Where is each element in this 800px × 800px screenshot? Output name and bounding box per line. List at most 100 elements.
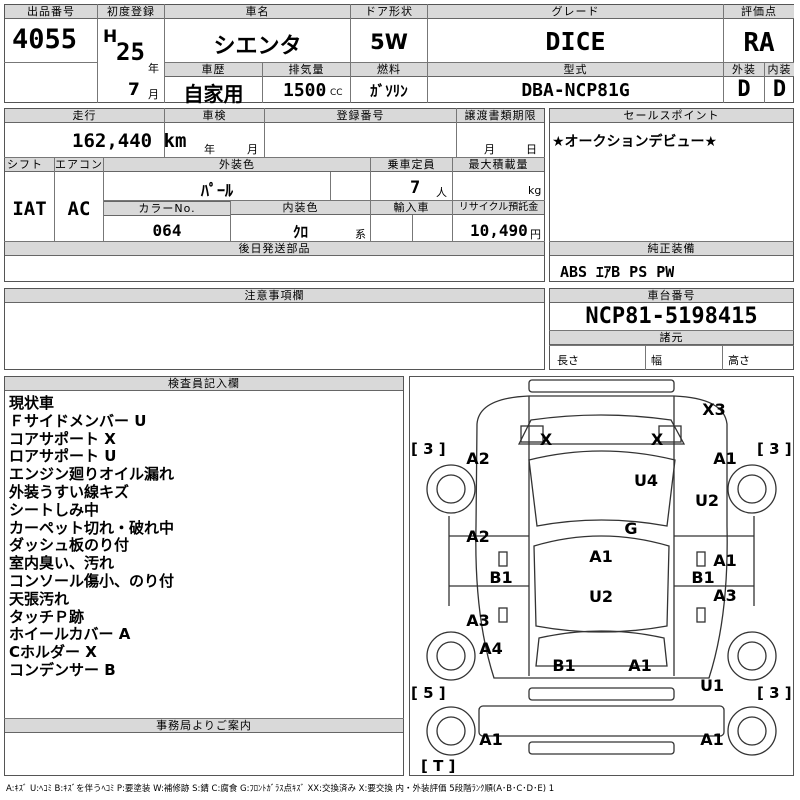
mark-u2-center: U2 [589,587,613,606]
note-line: Ｆサイドメンバー U [9,411,147,430]
equipment-label: 純正装備 [550,242,793,256]
chassis-number: NCP81-5198415 [585,304,758,329]
int-color-label: 内装色 [231,201,370,215]
shift-label: シフト [5,158,54,172]
history: 自家用 [183,82,244,106]
mark-a2-top: A2 [466,449,490,468]
mark-u2-right: U2 [695,491,719,510]
door: 5W [370,30,408,54]
office-label: 事務局よりご案内 [5,719,403,733]
int-score: D [772,77,787,102]
tire-rear-right: [ 3 ] [757,684,792,702]
mark-x-right: X [651,430,664,449]
mark-u1: U1 [700,676,724,695]
tire-rear-left: [ 5 ] [411,684,446,702]
first-reg-label: 初度登録 [98,5,164,19]
later-parts-label: 後日発送部品 [5,242,544,256]
color: ﾊﾟｰﾙ [200,181,233,200]
mark-a1-top: A1 [713,449,737,468]
note-line: ロアサポート U [9,447,117,466]
mark-x-left: X [540,430,553,449]
car-diagram: X3 X X A2 A1 U4 U2 G A2 A1 A1 B1 B1 U2 A… [411,379,792,775]
mileage-label: 走行 [5,109,164,123]
specs-label: 諸元 [550,331,793,345]
capacity-unit: 人 [436,186,447,199]
sales-point-label: セールスポイント [550,109,793,123]
transfer-month-unit: 月 [484,143,495,156]
grade: DICE [545,27,606,56]
header-block [4,4,794,103]
mark-g: G [624,519,637,538]
sales-point-text: ★オークションデビュー★ [552,134,718,150]
mark-a1-bottom-left: A1 [479,730,503,749]
mark-a1-bottom-right: A1 [700,730,724,749]
mark-a3-right: A3 [713,586,737,605]
note-line: 室内臭い、汚れ [9,554,115,573]
load-label: 最大積載量 [453,158,544,172]
reg-no-label: 登録番号 [265,109,456,123]
note-line: エンジン廻りオイル漏れ [9,465,175,484]
note-line: Cホルダー X [9,643,97,662]
lot-label: 出品番号 [5,5,97,19]
note-line: コンソール傷小、のり付 [9,571,175,590]
legend: A:ｷｽﾞ U:ﾍｺﾐ B:ｷｽﾞを伴うﾍｺﾐ P:要塗装 W:補修跡 S:錆 … [6,784,555,794]
mark-b1-left: B1 [489,568,512,587]
displacement-unit: CC [330,88,343,98]
mark-b1-bottom: B1 [552,656,575,675]
note-line: ホイールカバー A [9,625,131,644]
insp-year-unit: 年 [204,143,215,156]
history-label: 車歴 [165,63,262,77]
import-label: 輸入車 [371,201,452,215]
color-no: 064 [152,221,182,240]
displacement-label: 排気量 [263,63,350,77]
month-unit: 月 [148,88,159,101]
width-label: 幅 [651,354,662,367]
shift: IAT [12,198,47,220]
note-line: タッチＰ跡 [9,607,85,626]
door-label: ドア形状 [351,5,427,19]
lot-number: 4055 [12,24,78,55]
recycle-unit: 円 [530,228,541,241]
car-name: シエンタ [213,34,302,59]
ext-score: D [737,77,751,102]
mark-a3-left: A3 [466,611,490,630]
length-label: 長さ [557,354,579,367]
mark-a1-right: A1 [713,551,737,570]
ext-label: 外装 [724,63,764,77]
fuel-label: 燃料 [351,63,427,77]
notes-label: 注意事項欄 [5,289,544,303]
recycle: 10,490 [470,221,528,240]
chassis-label: 車台番号 [550,289,793,303]
grade-label: グレード [428,5,723,19]
note-line: コンデンサー B [9,660,116,679]
tire-front-right: [ 3 ] [757,440,792,458]
ac-label: エアコン [55,158,103,172]
height-label: 高さ [728,354,750,367]
int-color: ｸﾛ [292,223,308,241]
reg-year: 25 [116,38,145,66]
era: H [103,27,118,47]
tire-front-left: [ 3 ] [411,440,446,458]
load-unit: kg [528,184,542,197]
model-label: 型式 [428,63,723,77]
recycle-label: リサイクル預託金 [453,201,544,215]
mark-b1-right: B1 [691,568,714,587]
mark-a2-mid: A2 [466,527,490,546]
int-color-unit: 系 [355,228,366,241]
color-no-label: カラーNo. [104,201,230,216]
inspection-label: 車検 [165,109,264,123]
score: RA [743,28,775,58]
note-line: 外装うすい線キズ [9,482,130,501]
note-line: 天張汚れ [9,589,70,608]
score-label: 評価点 [724,5,794,19]
car-diagram-block [409,376,794,776]
mileage: 162,440 km [72,130,187,152]
int-label: 内装 [765,63,794,77]
ac: AC [67,198,91,220]
capacity-label: 乗車定員 [371,158,452,172]
color-label: 外装色 [104,158,370,172]
mark-a1-bottom: A1 [628,656,652,675]
transfer-label: 譲渡書類期限 [457,109,544,123]
fuel: ｶﾞｿﾘﾝ [370,82,408,100]
car-name-label: 車名 [165,5,350,19]
